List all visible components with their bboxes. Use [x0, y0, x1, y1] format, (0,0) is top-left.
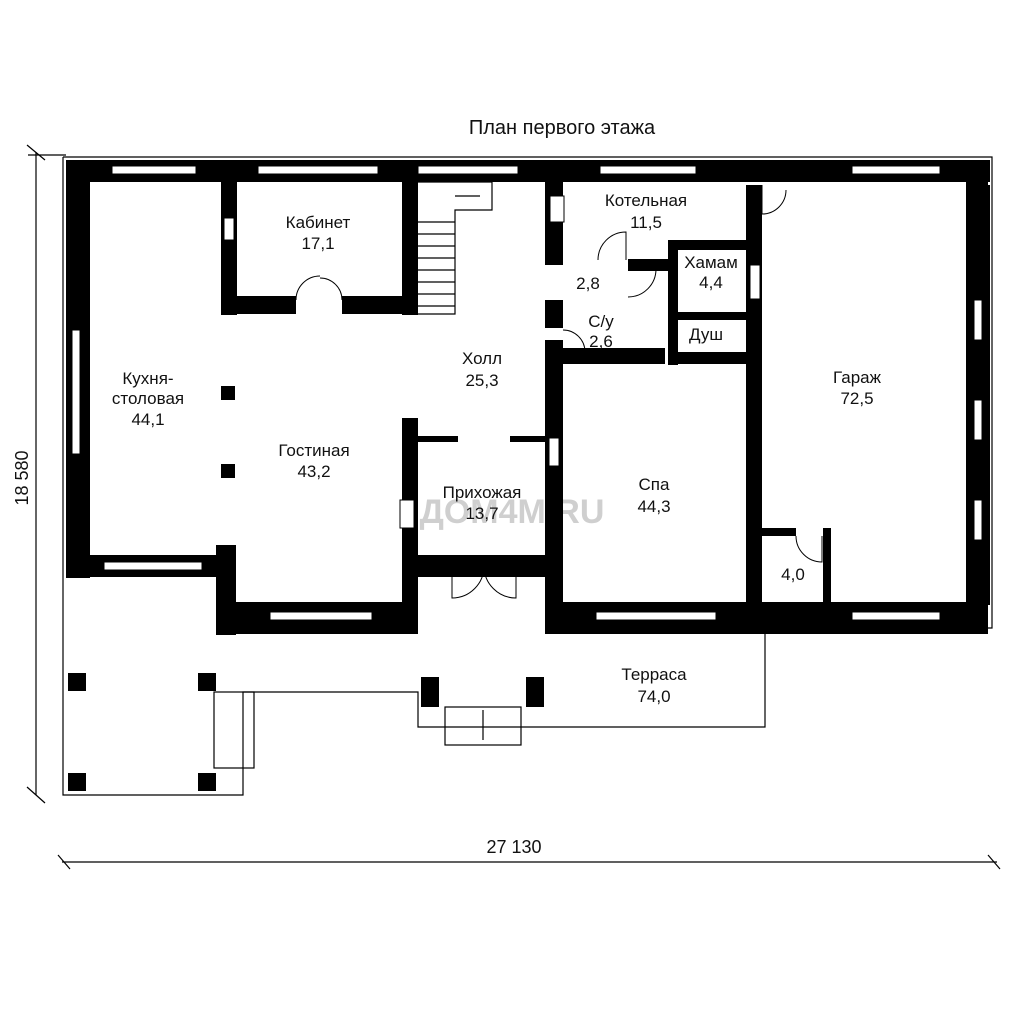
dimension-height-label: 18 580 — [12, 450, 32, 505]
room-hall-name: Холл — [462, 349, 502, 368]
room-kitchen-name2: столовая — [112, 389, 184, 408]
room-entry-area: 13,7 — [465, 504, 498, 523]
room-boiler-name: Котельная — [605, 191, 687, 210]
doors — [295, 185, 823, 599]
room-labels: Кухня- столовая 44,1 Кабинет 17,1 Холл 2… — [112, 191, 882, 706]
windows — [71, 165, 983, 621]
dimension-width: 27 130 — [57, 837, 1001, 870]
room-terrace-name: Терраса — [621, 665, 687, 684]
room-kitchen-name: Кухня- — [122, 369, 173, 388]
room-terrace-area: 74,0 — [637, 687, 670, 706]
room-boiler-area: 11,5 — [630, 213, 662, 232]
room-kitchen-area: 44,1 — [131, 410, 164, 429]
room-office-name: Кабинет — [286, 213, 351, 232]
fixtures — [223, 195, 761, 529]
room-spa-area: 44,3 — [637, 497, 670, 516]
dimension-width-label: 27 130 — [486, 837, 541, 857]
room-garage-name: Гараж — [833, 368, 882, 387]
room-wc-name: С/у — [588, 312, 614, 331]
room-entry-name: Прихожая — [443, 483, 522, 502]
room-shower-name: Душ — [689, 325, 723, 344]
room-storage-area: 4,0 — [781, 565, 805, 584]
room-hall-area: 25,3 — [465, 371, 498, 390]
dimension-height: 18 580 — [12, 144, 66, 804]
outer-outline — [62, 156, 993, 796]
room-wc-area: 2,6 — [589, 332, 613, 351]
stairs — [213, 181, 522, 769]
room-living-area: 43,2 — [297, 462, 330, 481]
room-hammam-name: Хамам — [684, 253, 738, 272]
room-garage-area: 72,5 — [840, 389, 873, 408]
plan-title: План первого этажа — [469, 117, 656, 139]
room-hammam-area: 4,4 — [699, 273, 723, 292]
room-living-name: Гостиная — [278, 441, 349, 460]
room-vestibule-area: 2,8 — [576, 274, 600, 293]
room-office-area: 17,1 — [301, 234, 334, 253]
watermark: ДОМ4М.RU — [420, 493, 605, 531]
walls — [66, 160, 990, 791]
room-spa-name: Спа — [639, 475, 670, 494]
